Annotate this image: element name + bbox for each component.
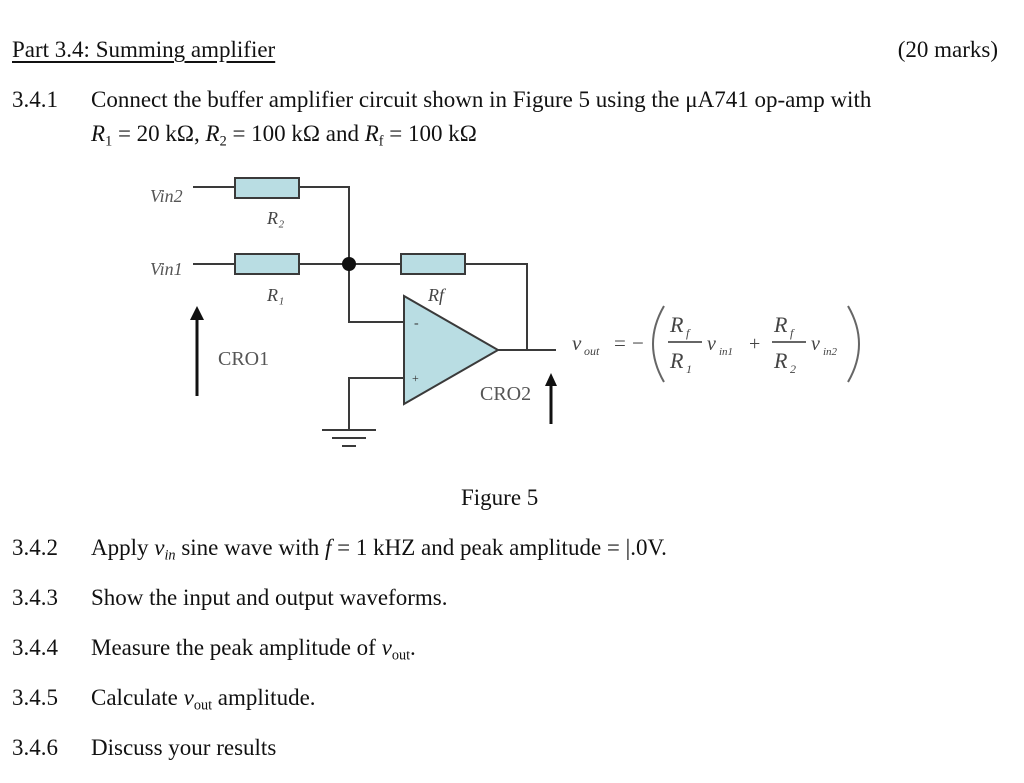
feedback-wire <box>465 263 528 350</box>
item-342-var-sub: in <box>164 547 176 564</box>
eq-den2-sub: 2 <box>790 362 796 376</box>
item-344-post: . <box>410 635 416 660</box>
item-342-post: = 1 kHZ and peak amplitude = |.0V. <box>331 535 667 560</box>
junction-node <box>342 257 356 271</box>
r1-sub: 1 <box>105 133 113 150</box>
r2-symbol: R <box>205 121 220 146</box>
eq-v2-sub: in2 <box>823 346 838 358</box>
rf-label: Rf <box>427 285 447 305</box>
section-title: Part 3.4: Summing amplifier <box>12 37 276 62</box>
item-number-343: 3.4.3 <box>12 585 58 610</box>
r2-value: = 100 kΩ and <box>226 121 365 146</box>
item-344-var: v <box>381 635 392 660</box>
eq-num1: R <box>669 312 684 337</box>
eq-v2: v <box>811 333 820 355</box>
figure-caption: Figure 5 <box>461 485 539 510</box>
cro2-label: CRO2 <box>480 383 531 405</box>
eq-num1-sub: f <box>686 326 691 340</box>
eq-den2: R <box>773 348 788 373</box>
item-345-text: Calculate vout amplitude. <box>91 686 316 713</box>
r1-symbol: R <box>91 121 106 146</box>
item-number-341: 3.4.1 <box>12 87 58 112</box>
cro2-arrowhead-icon <box>545 373 557 386</box>
summing-amplifier-circuit: - + Vin2 Vin1 R₂ R₁ Rf CRO1 CRO2 v out =… <box>150 177 860 447</box>
eq-neg: − <box>632 331 644 355</box>
item-344-pre: Measure the peak amplitude of <box>91 635 382 660</box>
item-number-345: 3.4.5 <box>12 685 58 710</box>
item-345-var-sub: out <box>193 697 213 714</box>
eq-num2-sub: f <box>790 326 795 340</box>
r1-label: R₁ <box>266 285 284 305</box>
vin1-label: Vin1 <box>150 259 183 279</box>
output-equation: v out = − R f R 1 v in1 + R f R 2 v in2 <box>572 305 860 383</box>
noninverting-input-wire <box>348 377 404 430</box>
rf-resistor <box>400 253 466 275</box>
r2-to-node-wire <box>299 186 350 264</box>
item-346-text: Discuss your results <box>91 735 277 760</box>
eq-den1-sub: 1 <box>686 362 692 376</box>
inverting-input-wire <box>348 264 404 323</box>
rf-sub: f <box>378 133 384 150</box>
r2-sub: 2 <box>219 133 227 150</box>
eq-equals: = <box>614 331 626 355</box>
eq-vout: v <box>572 331 582 355</box>
r1-resistor <box>234 253 300 275</box>
r2-resistor <box>234 177 300 199</box>
r1-value: = 20 kΩ, <box>112 121 206 146</box>
cro1-label: CRO1 <box>218 348 269 370</box>
item-343-text: Show the input and output waveforms. <box>91 585 448 610</box>
item-345-pre: Calculate <box>91 685 184 710</box>
rf-value: = 100 kΩ <box>383 121 477 146</box>
item-342-text: Apply vin sine wave with f = 1 kHZ and p… <box>91 536 667 563</box>
eq-left-paren <box>652 305 665 383</box>
item-341-line1: Connect the buffer amplifier circuit sho… <box>91 87 872 112</box>
item-345-post: amplitude. <box>212 685 316 710</box>
eq-right-paren <box>847 305 860 383</box>
item-number-342: 3.4.2 <box>12 535 58 560</box>
item-344-text: Measure the peak amplitude of vout. <box>91 636 416 663</box>
op-amp-plus-label: + <box>412 371 419 385</box>
item-number-344: 3.4.4 <box>12 635 58 660</box>
eq-den1: R <box>669 348 684 373</box>
marks-label: (20 marks) <box>897 37 998 62</box>
item-341-line2: R1 = 20 kΩ, R2 = 100 kΩ and Rf = 100 kΩ <box>91 122 477 149</box>
item-342-f: f <box>325 535 332 560</box>
item-344-var-sub: out <box>391 647 411 664</box>
vin2-label: Vin2 <box>150 186 183 206</box>
op-amp-minus-label: - <box>414 316 419 331</box>
item-342-var: v <box>154 535 165 560</box>
item-345-var: v <box>183 685 194 710</box>
rf-symbol: R <box>364 121 379 146</box>
eq-v1: v <box>707 333 716 355</box>
r2-label: R₂ <box>266 208 284 228</box>
item-342-mid: sine wave with <box>175 535 326 560</box>
eq-num2: R <box>773 312 788 337</box>
item-number-346: 3.4.6 <box>12 735 58 760</box>
eq-v1-sub: in1 <box>719 346 733 358</box>
eq-vout-sub: out <box>584 344 600 358</box>
item-342-pre: Apply <box>91 535 155 560</box>
op-amp-triangle <box>403 294 501 406</box>
eq-plus: + <box>749 333 760 355</box>
cro1-arrowhead-icon <box>190 306 204 320</box>
